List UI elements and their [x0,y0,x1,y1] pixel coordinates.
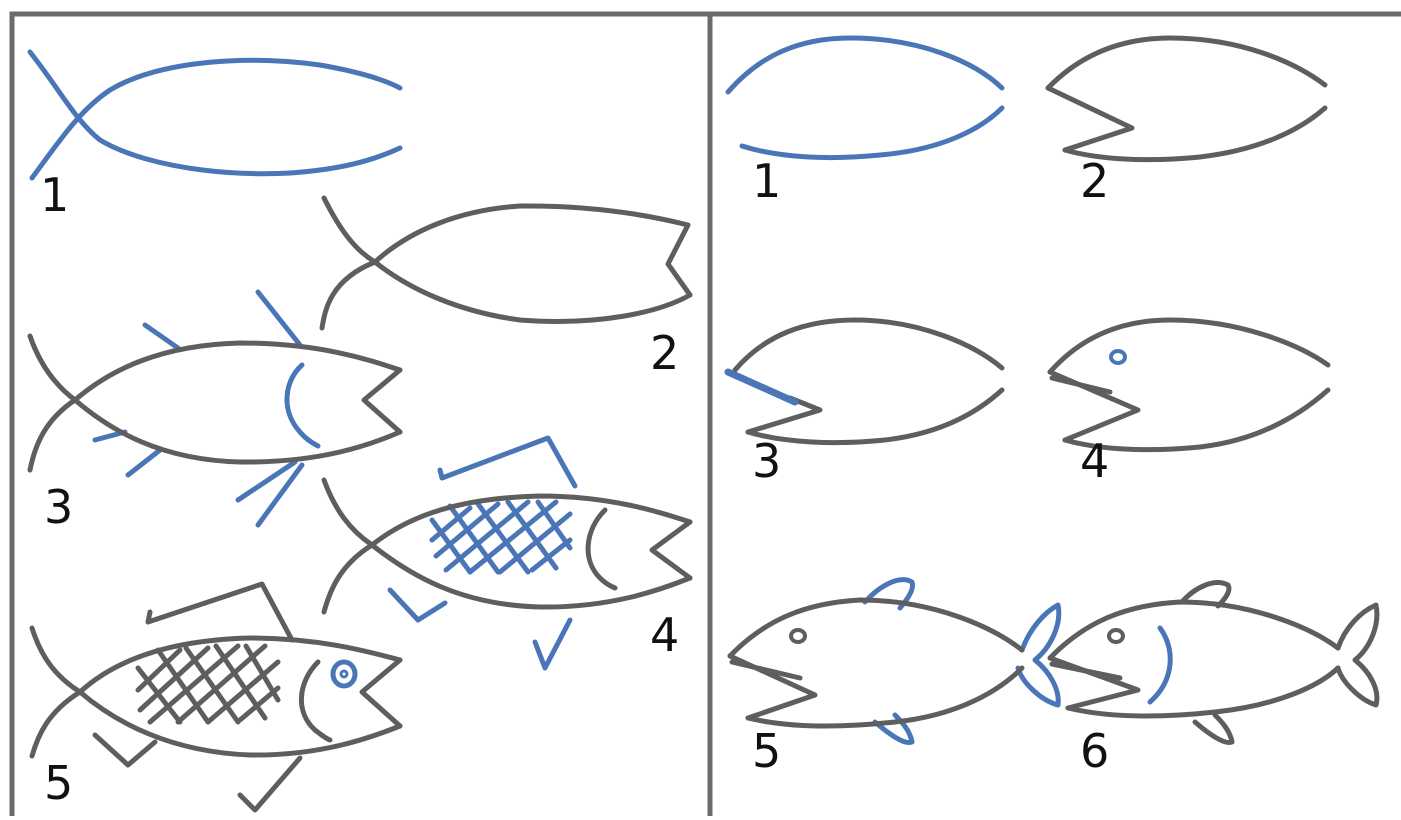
right-step-4-drawing [1047,317,1331,453]
left-step-2-label: 2 [650,326,680,380]
right-step-1-label: 1 [752,154,782,208]
right-step-2-drawing [1045,35,1328,163]
right-step-4-label: 4 [1080,434,1110,488]
left-step-5-label: 5 [44,756,74,810]
left-step-5-drawing [29,581,403,813]
left-step-4-label: 4 [650,608,680,662]
right-step-1-drawing [725,35,1005,161]
left-step-5-pupil [339,669,349,679]
right-step-4-eye [1109,349,1127,365]
right-step-5-eye [789,628,807,644]
left-step-1-drawing [27,49,403,181]
left-step-1-label: 1 [40,168,70,222]
left-step-3-label: 3 [44,480,74,534]
right-step-6-drawing [1047,580,1380,746]
left-step-2-drawing [319,195,693,331]
left-step-4-drawing [321,435,693,671]
right-step-6-label: 6 [1080,724,1110,778]
right-step-5-label: 5 [752,724,782,778]
left-step-3-drawing [27,289,403,528]
right-step-6-eye [1107,628,1125,644]
right-step-5-drawing [727,577,1062,746]
left-step-5-eye [330,659,358,689]
right-step-3-drawing [724,317,1005,446]
right-step-3-label: 3 [752,434,782,488]
right-step-2-label: 2 [1080,154,1110,208]
right-step-6-gill [1147,625,1173,705]
panel-frames [9,11,1401,820]
